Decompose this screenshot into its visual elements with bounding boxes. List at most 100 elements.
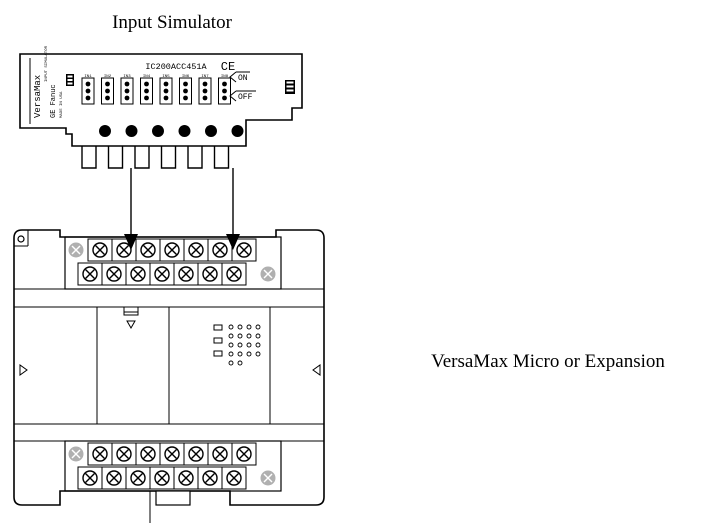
dip-switch-2: IN2 <box>101 75 114 105</box>
grid-led <box>228 351 234 357</box>
grid-led <box>228 333 234 339</box>
switch-body <box>101 77 114 105</box>
input-simulator-board: IC200ACC451A CE VersaMax INPUT SIMULATOR… <box>19 45 303 169</box>
switch-dot <box>85 88 91 94</box>
switch-dot <box>144 95 149 101</box>
switch-dot <box>183 95 188 101</box>
grid-led <box>228 324 234 330</box>
latch <box>123 306 139 330</box>
connector-pin <box>213 146 230 169</box>
switch-dot <box>85 95 91 101</box>
grid-led <box>246 333 252 339</box>
switch-dot <box>183 88 188 94</box>
status-leds <box>213 324 223 357</box>
terminal-screw <box>212 242 228 258</box>
terminal-screw <box>140 446 156 462</box>
switch-label: IN8 <box>221 75 229 79</box>
blank-terminal <box>68 446 84 462</box>
dip-switch-6: IN6 <box>179 75 192 105</box>
on-label: ON <box>238 74 248 83</box>
connector-pin <box>81 146 97 169</box>
part-number: IC200ACC451A <box>145 62 207 72</box>
input-simulator-title: Input Simulator <box>112 12 232 33</box>
dip-switch-5: IN5 <box>159 75 173 105</box>
bottom-latch <box>155 490 191 506</box>
switch-dot <box>144 88 149 94</box>
blank-terminal <box>68 242 84 258</box>
switch-dot <box>124 95 130 101</box>
switch-dot <box>222 95 227 101</box>
switch-body <box>120 77 134 105</box>
connector-pin <box>187 146 203 169</box>
terminal-screw <box>106 266 122 282</box>
grid-led <box>228 342 234 348</box>
switch-dot <box>183 81 188 87</box>
terminal-screw <box>202 266 218 282</box>
io-led-grid <box>228 324 261 366</box>
switch-dot <box>163 81 169 87</box>
switch-dot <box>105 81 110 87</box>
terminal-screw <box>202 470 218 486</box>
switch-body <box>159 77 173 105</box>
dip-switch-7: IN7 <box>198 75 212 105</box>
switch-dot <box>105 95 110 101</box>
terminal-screws <box>68 238 276 490</box>
led-dot <box>152 125 164 137</box>
off-indicator: OFF <box>229 90 256 102</box>
terminal-screw <box>212 446 228 462</box>
switch-label: IN5 <box>162 75 170 79</box>
dip-switch-8: IN8 <box>218 75 231 105</box>
blank-terminal <box>260 266 276 282</box>
terminal-screw <box>140 242 156 258</box>
terminal-screw <box>188 446 204 462</box>
blank-terminal <box>260 470 276 486</box>
grid-led <box>237 333 243 339</box>
grid-led <box>228 360 234 366</box>
terminal-cell <box>231 238 257 262</box>
terminal-screw <box>106 470 122 486</box>
grid-led <box>255 333 261 339</box>
right-jumper-block <box>285 80 295 94</box>
led-dot <box>205 125 217 137</box>
grid-led <box>246 342 252 348</box>
terminal-cell <box>231 442 257 466</box>
terminal-screw <box>116 446 132 462</box>
terminal-screw <box>154 266 170 282</box>
grid-led <box>246 351 252 357</box>
switch-body <box>198 77 212 105</box>
maker-label: GE Fanuc <box>50 84 58 118</box>
ce-mark: CE <box>221 60 235 74</box>
connector-pin <box>134 146 150 169</box>
terminal-cell <box>221 466 247 490</box>
switch-body <box>179 77 192 105</box>
versamax-module <box>13 229 325 523</box>
terminal-cell <box>221 262 247 286</box>
switch-dot <box>222 81 227 87</box>
switch-dot <box>202 88 208 94</box>
grid-led <box>237 360 243 366</box>
versamax-caption: VersaMax Micro or Expansion <box>431 351 665 372</box>
switch-body <box>81 77 95 105</box>
terminal-screw <box>178 470 194 486</box>
wire-1 <box>124 168 138 250</box>
switch-dot <box>105 88 110 94</box>
switch-dot <box>124 88 130 94</box>
terminal-screw <box>82 266 98 282</box>
switch-label: IN7 <box>201 75 209 79</box>
grid-led <box>255 342 261 348</box>
terminal-screw <box>188 242 204 258</box>
dip-switch-3: IN3 <box>120 75 134 105</box>
terminal-screw <box>92 446 108 462</box>
switch-label: IN6 <box>182 75 190 79</box>
terminal-screw <box>236 446 252 462</box>
terminal-screw <box>130 266 146 282</box>
terminal-screw <box>164 446 180 462</box>
brand-label: VersaMax <box>33 75 43 118</box>
led-dot <box>231 125 244 137</box>
on-indicator: ON <box>229 71 250 83</box>
led-row <box>99 125 244 137</box>
switch-dot <box>202 81 208 87</box>
terminal-screw <box>92 242 108 258</box>
terminal-screw <box>236 242 252 258</box>
